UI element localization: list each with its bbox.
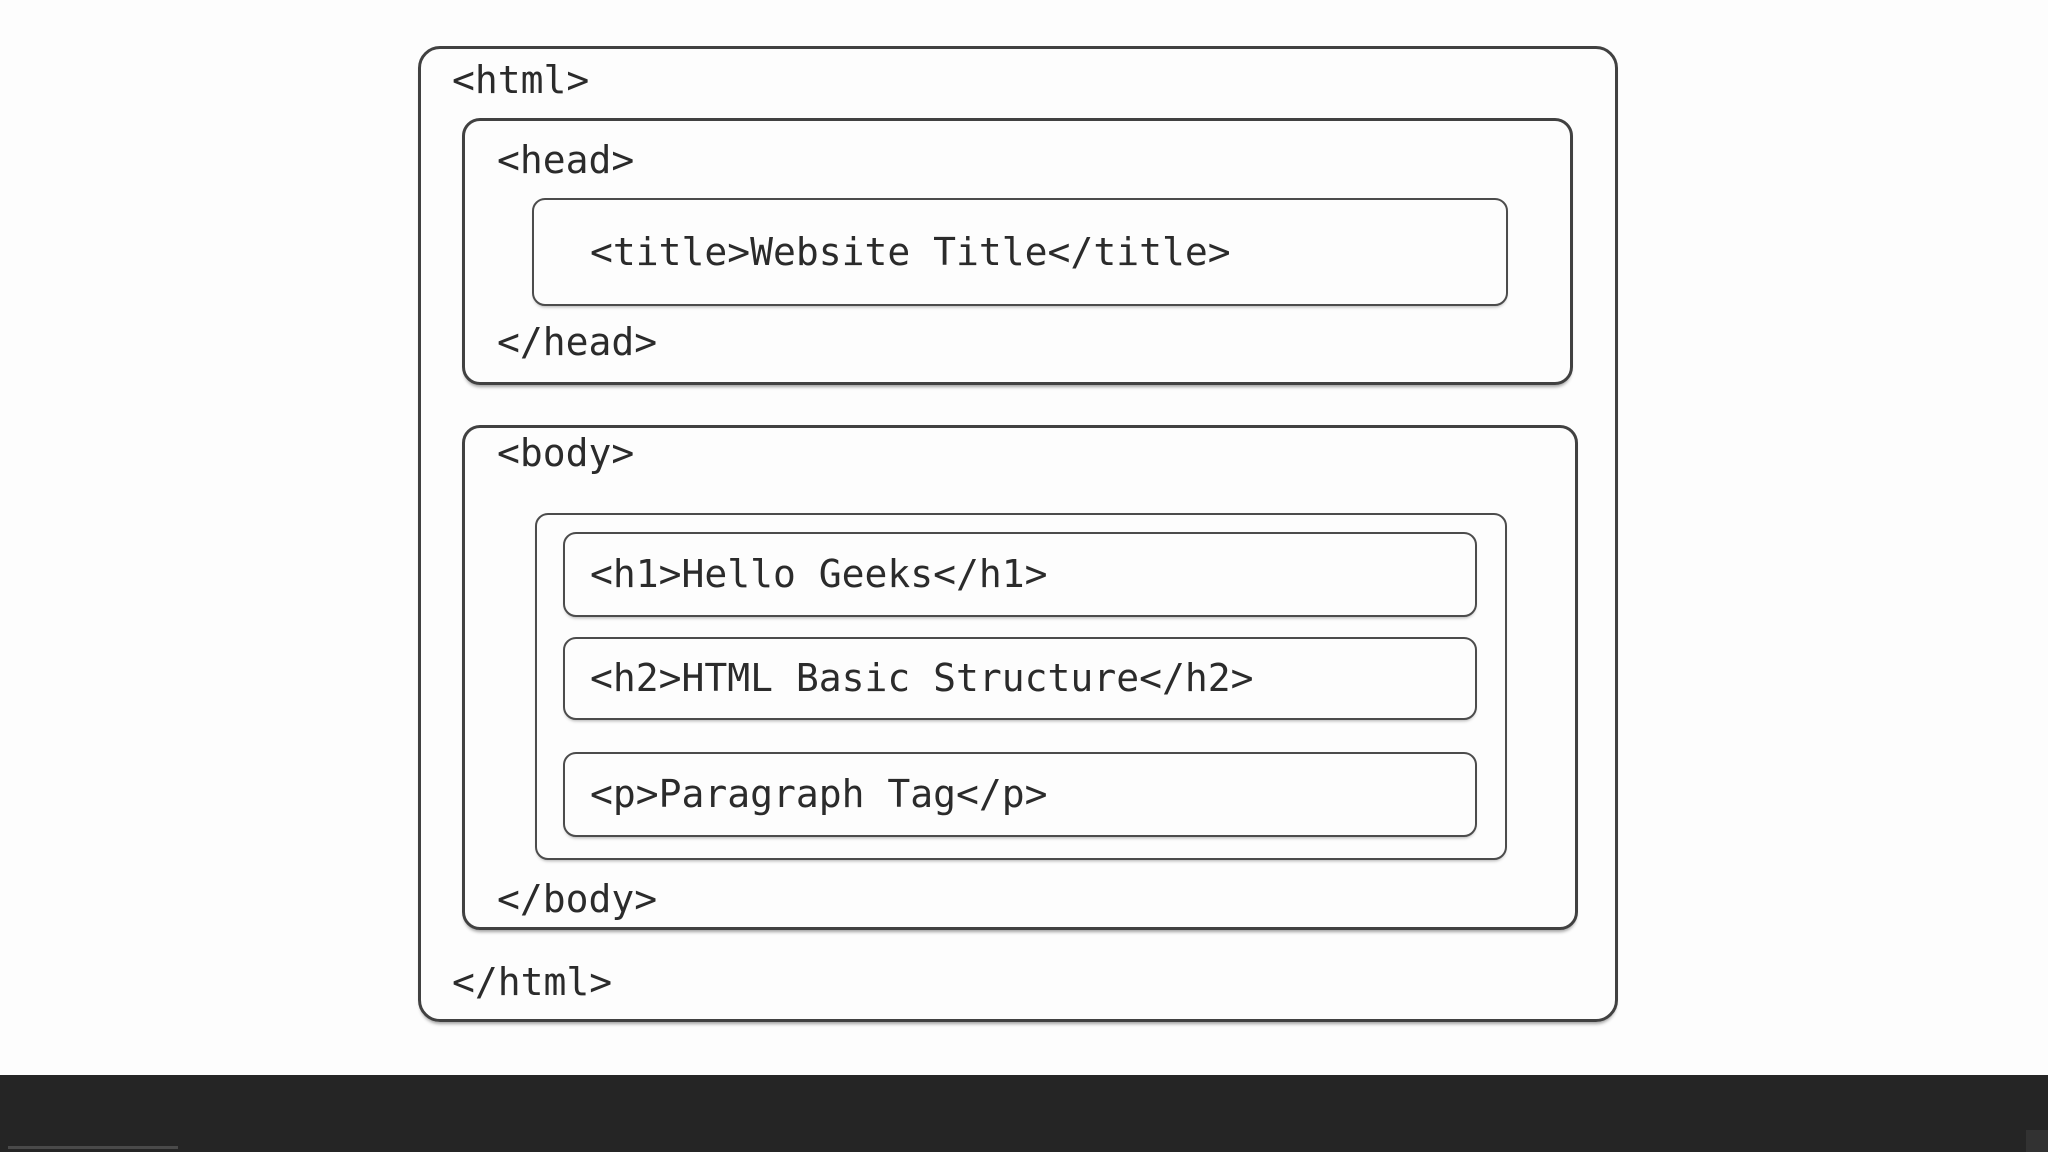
h2-tag-label: <h2>HTML Basic Structure</h2> [590,656,1254,700]
h2-tag-box [563,637,1477,720]
player-corner-chip [2026,1130,2048,1152]
body-content-group-box [535,513,1507,860]
html-tag-box [418,46,1618,1022]
title-tag-label: <title>Website Title</title> [590,230,1231,274]
body-tag-box [462,425,1578,930]
body-open-tag-label: <body> [497,431,635,475]
head-open-tag-label: <head> [497,138,635,182]
title-tag-box [532,198,1508,306]
body-close-tag-label: </body> [497,877,658,921]
h1-tag-box [563,532,1477,617]
head-close-tag-label: </head> [497,320,658,364]
html-close-tag-label: </html> [452,960,613,1004]
html-open-tag-label: <html> [452,58,590,102]
player-progress-line [8,1146,178,1149]
p-tag-box [563,752,1477,837]
h1-tag-label: <h1>Hello Geeks</h1> [590,552,1048,596]
p-tag-label: <p>Paragraph Tag</p> [590,772,1048,816]
player-bar [0,1075,2048,1152]
head-tag-box [462,118,1573,385]
